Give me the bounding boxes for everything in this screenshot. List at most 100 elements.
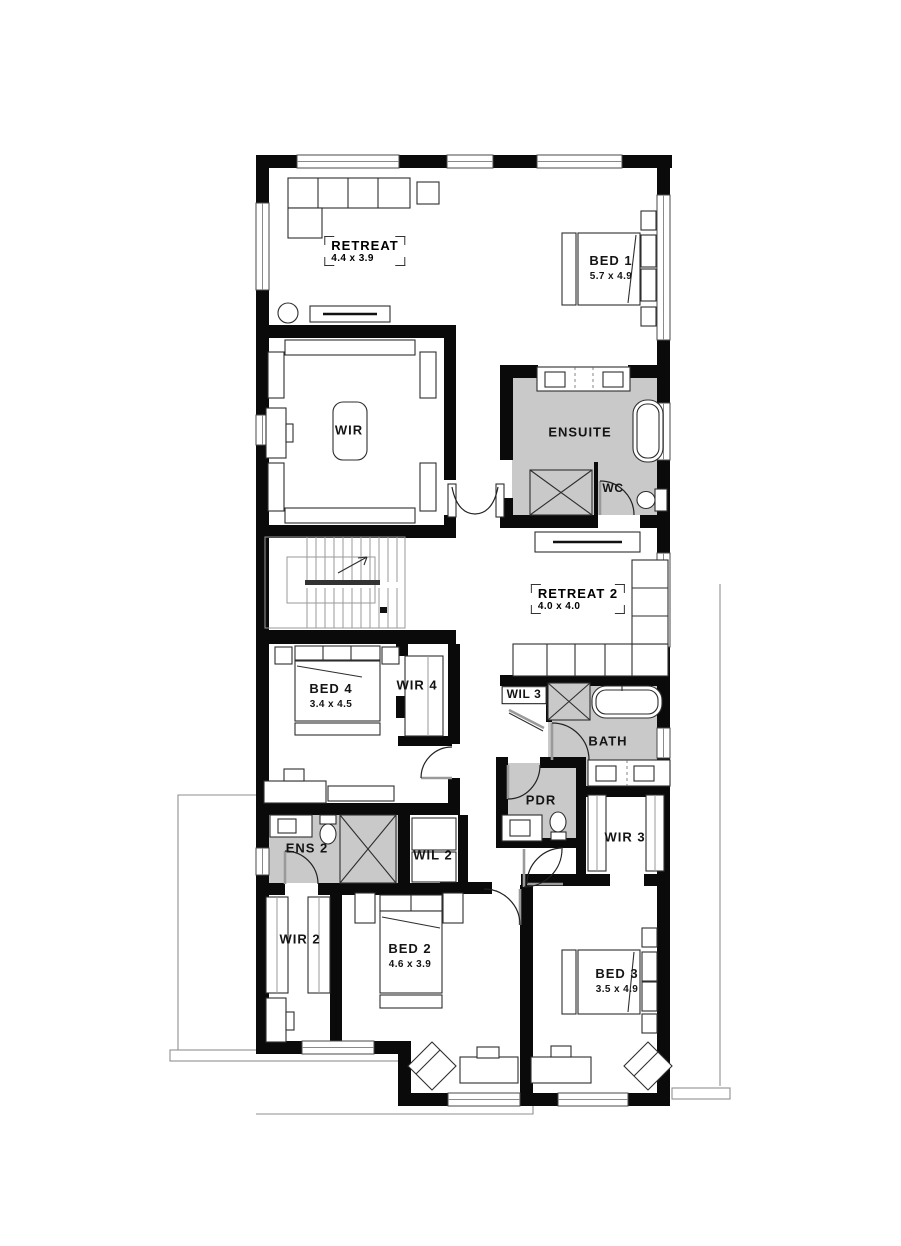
pdr-door xyxy=(507,764,541,800)
room-label-wir: WIR xyxy=(334,422,364,438)
room-label-wil3: WIL 3 xyxy=(501,686,547,704)
sofa-chaise xyxy=(287,207,323,239)
room-label-wil2: WIL 2 xyxy=(413,847,453,863)
robe-island xyxy=(332,401,368,461)
room-label-retreat: RETREAT 4.4 x 3.9 xyxy=(324,236,406,266)
bathtub xyxy=(632,399,664,463)
room-label-pdr: PDR xyxy=(525,792,557,808)
nightstand xyxy=(641,1013,658,1034)
room-label-ens2: ENS 2 xyxy=(285,840,329,856)
robe-shelf xyxy=(284,507,416,524)
bedhead xyxy=(294,645,381,661)
robe-shelf xyxy=(267,462,285,512)
bed-bench xyxy=(294,722,381,736)
toilet xyxy=(319,814,337,825)
robe-shelf xyxy=(404,655,444,737)
sofa xyxy=(287,177,411,209)
nightstand xyxy=(354,892,376,924)
bath-fixtures xyxy=(547,682,671,787)
room-label-bath: BATH xyxy=(588,733,628,749)
desk xyxy=(530,1056,592,1084)
wir2-fitout xyxy=(265,896,331,1043)
cabinet xyxy=(263,780,327,804)
monitor xyxy=(476,1046,500,1059)
bed xyxy=(379,910,443,994)
wil3-fitout xyxy=(508,708,545,732)
vanity xyxy=(587,759,671,787)
toilet xyxy=(654,488,668,512)
hall-door xyxy=(523,848,563,888)
stair-direction-arrow xyxy=(337,556,368,574)
ens2-fixtures xyxy=(269,814,397,885)
retreat2-furniture xyxy=(512,531,669,677)
sofa xyxy=(512,643,669,677)
room-label-ensuite: ENSUITE xyxy=(548,424,612,440)
windows xyxy=(255,154,671,1107)
basin xyxy=(277,818,297,834)
nightstand xyxy=(274,646,293,665)
sofa xyxy=(631,559,669,645)
retreat-furniture xyxy=(277,177,440,324)
wir4-fitout xyxy=(404,655,444,737)
plant xyxy=(277,302,299,324)
staircase xyxy=(264,536,406,629)
room-label-wir4: WIR 4 xyxy=(396,677,438,693)
wc-door xyxy=(599,480,635,516)
room-label-wir2: WIR 2 xyxy=(279,931,321,947)
pillow xyxy=(641,951,658,982)
bed3-door xyxy=(526,847,564,885)
linen-shelf xyxy=(411,851,457,883)
dresser xyxy=(265,407,287,459)
pillow xyxy=(640,234,657,268)
bed-bench xyxy=(379,994,443,1009)
basin xyxy=(595,765,617,782)
hall-doors xyxy=(420,483,563,926)
interior-walls xyxy=(256,325,670,1093)
side-table xyxy=(416,181,440,205)
cabinet xyxy=(327,785,395,802)
nightstand xyxy=(442,892,464,924)
bed2-furniture xyxy=(354,892,519,1091)
bed3-furniture xyxy=(526,847,673,1091)
basin xyxy=(602,371,624,388)
desk xyxy=(459,1056,519,1084)
bed4-furniture xyxy=(263,645,400,804)
pillow xyxy=(641,981,658,1012)
nightstand xyxy=(641,927,658,948)
bed1-furniture xyxy=(561,210,657,327)
bed xyxy=(577,949,641,1015)
pdr-fixtures xyxy=(501,764,567,842)
pillow xyxy=(640,268,657,302)
basin xyxy=(633,765,655,782)
toilet xyxy=(549,811,567,833)
ensuite-fixtures xyxy=(529,366,668,516)
nightstand xyxy=(640,210,657,231)
room-label-bed4: BED 4 3.4 x 4.5 xyxy=(309,681,353,710)
bed xyxy=(294,660,381,722)
wil2-fitout xyxy=(411,817,457,883)
robe-shelf xyxy=(419,351,437,399)
vanity xyxy=(269,814,313,838)
linen-shelf xyxy=(411,817,457,851)
room-label-retreat2: RETREAT 2 4.0 x 4.0 xyxy=(530,584,626,614)
robe-shelf xyxy=(284,339,416,356)
room-label-bed1: BED 1 5.7 x 4.9 xyxy=(589,253,633,282)
bed-bench xyxy=(561,949,577,1015)
robe-shelf xyxy=(267,351,285,399)
room-label-bed3: BED 3 3.5 x 4.9 xyxy=(595,966,639,995)
door-leaf xyxy=(508,708,545,730)
chair xyxy=(623,1041,673,1091)
nightstand xyxy=(381,646,400,665)
wir-fitout xyxy=(265,339,437,524)
hall-door xyxy=(483,888,521,926)
room-label-wc: WC xyxy=(602,481,624,496)
room-label-bed2: BED 2 4.6 x 3.9 xyxy=(388,941,432,970)
bathtub xyxy=(591,685,663,719)
basin xyxy=(544,371,566,388)
nightstand xyxy=(640,306,657,327)
chair xyxy=(407,1041,457,1091)
bath-door xyxy=(551,722,590,761)
monitor xyxy=(550,1045,572,1058)
